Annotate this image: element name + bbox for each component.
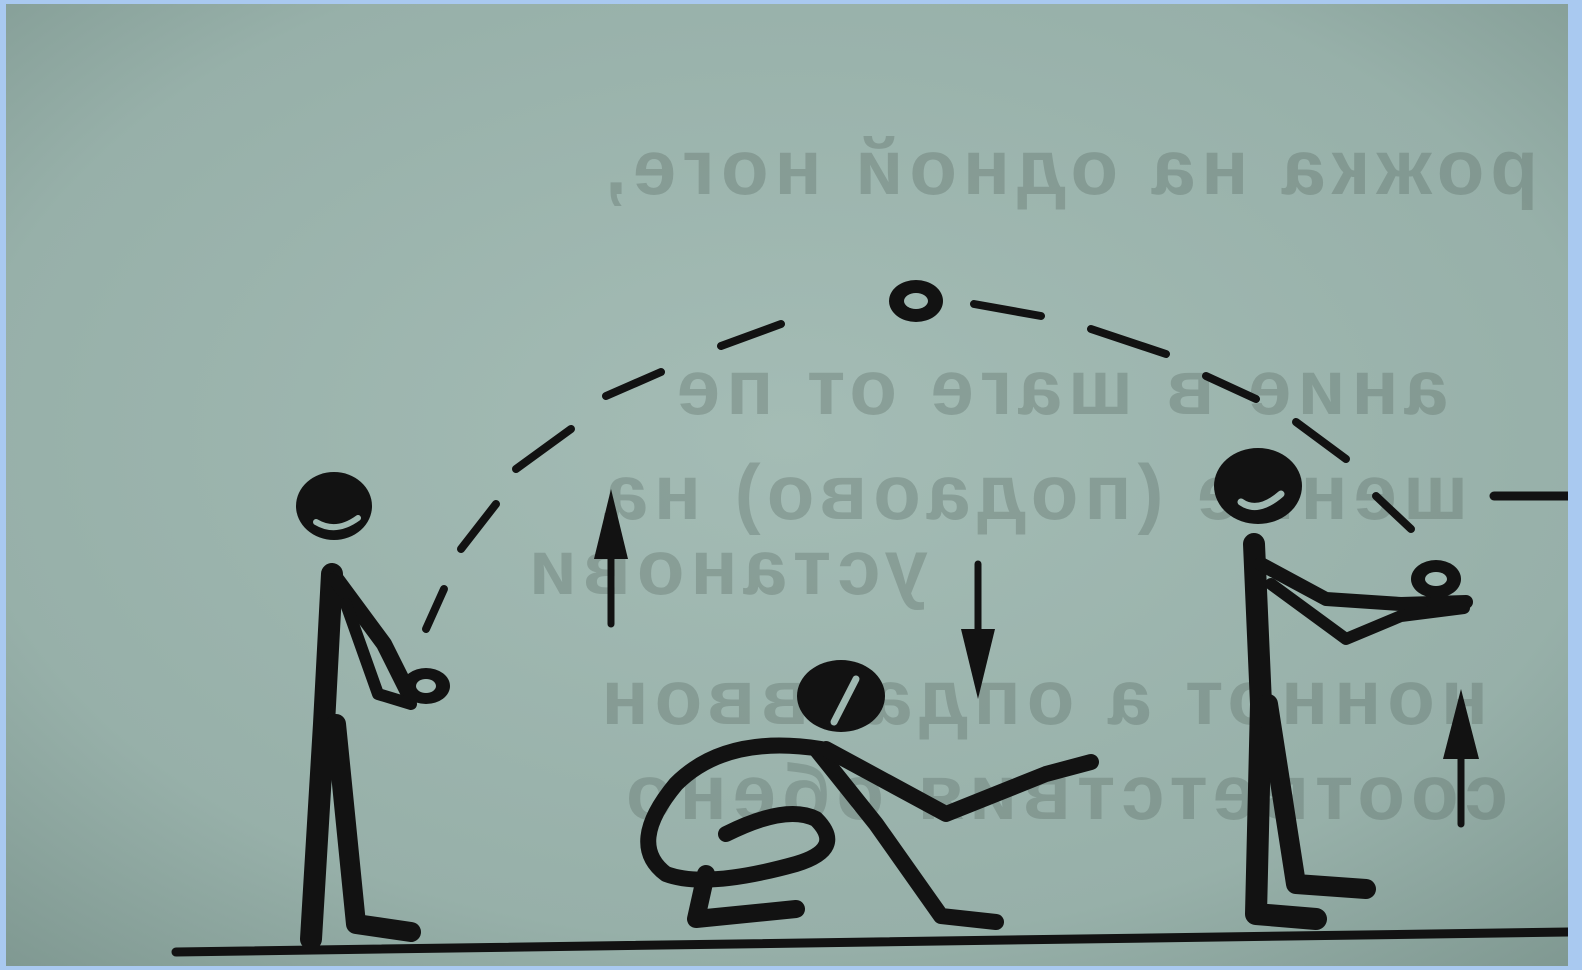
bleed-line-1: рожка на одной ноге, xyxy=(599,123,1538,211)
head xyxy=(1214,448,1302,524)
ball-icon xyxy=(889,280,943,322)
bleed-line-5: ноннот а опдаоввон xyxy=(595,653,1488,741)
textbook-illustration-photo: рожка на одной ноге, ание в шаге от пе ш… xyxy=(6,4,1568,966)
head xyxy=(797,660,885,732)
bleed-line-2: ание в шаге от пе xyxy=(671,343,1448,431)
bleed-line-4: установи xyxy=(523,523,928,611)
illustration-canvas: рожка на одной ноге, ание в шаге от пе ш… xyxy=(6,4,1568,966)
